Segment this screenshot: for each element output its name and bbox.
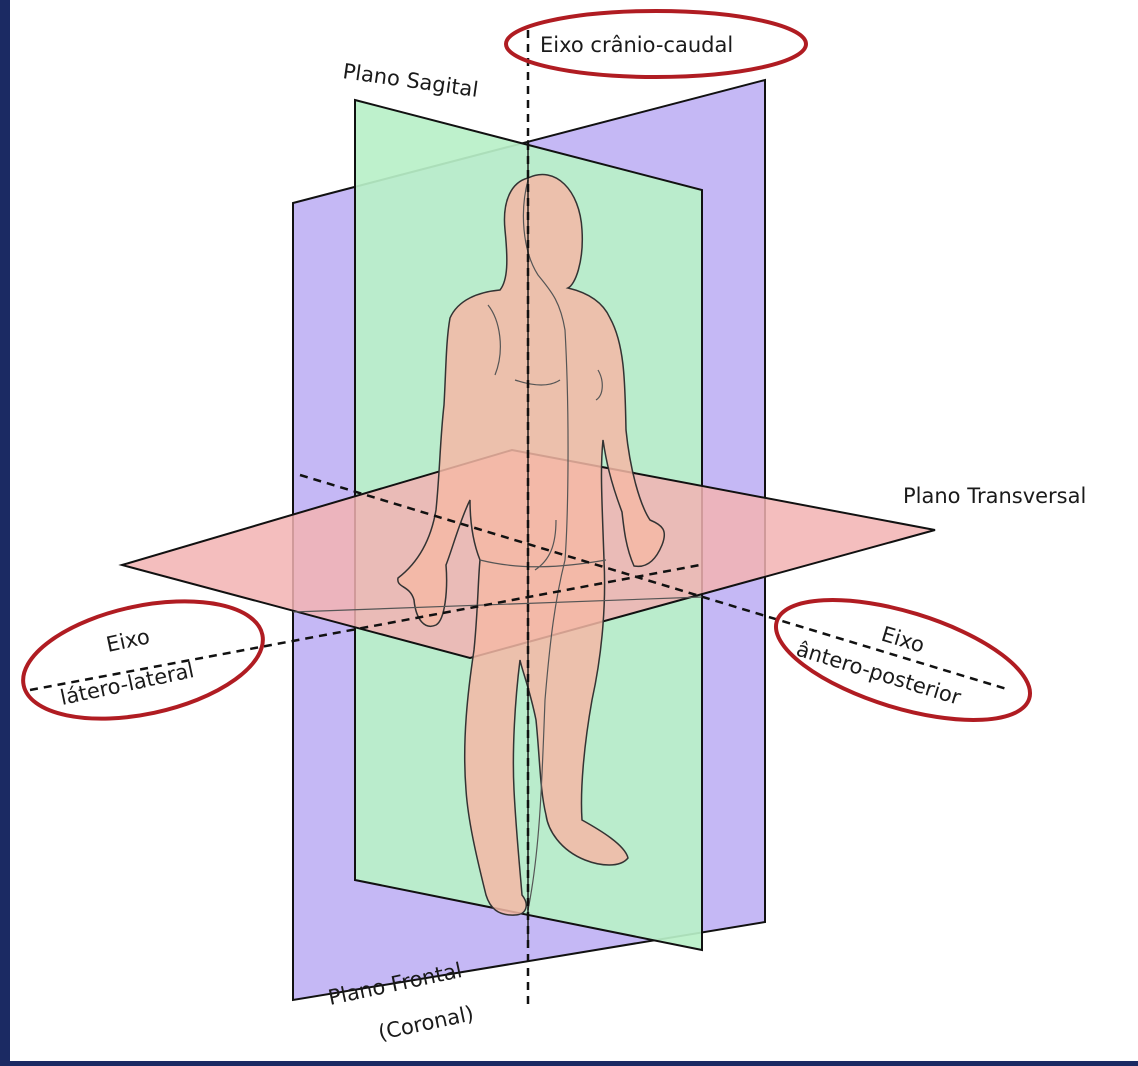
latero-lateral-highlight-oval bbox=[12, 582, 273, 738]
latero-lateral-label-line2: látero-lateral bbox=[58, 658, 196, 710]
axis-cranio-caudal-label: Eixo crânio-caudal bbox=[540, 33, 733, 57]
antero-posterior-label-line1: Eixo bbox=[879, 622, 928, 658]
diagram-canvas: Eixo crânio-caudal Plano Sagital Plano T… bbox=[10, 0, 1138, 1061]
transverse-plane-label: Plano Transversal bbox=[903, 484, 1086, 508]
anatomical-planes-diagram: Eixo crânio-caudal Plano Sagital Plano T… bbox=[10, 0, 1138, 1061]
sagittal-plane-label: Plano Sagital bbox=[341, 59, 480, 102]
frontal-plane-label-line2: (Coronal) bbox=[376, 1001, 476, 1045]
latero-lateral-label-line1: Eixo bbox=[104, 624, 152, 657]
